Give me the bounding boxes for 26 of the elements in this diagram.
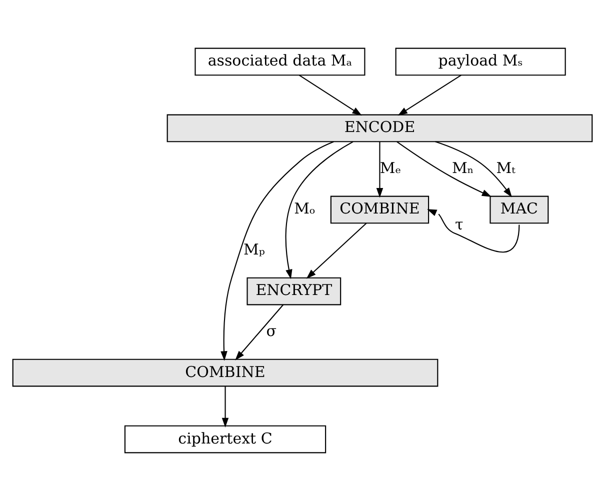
node-box: payload Mₛ [395, 47, 566, 76]
arrow [396, 140, 492, 196]
arrow [222, 386, 229, 427]
arrow [285, 140, 354, 279]
node-box: COMBINE [12, 358, 438, 386]
arrow [435, 140, 512, 197]
arrow [427, 208, 520, 252]
edge-label: Mₜ [496, 158, 516, 176]
edge-label: Mₒ [294, 199, 316, 218]
arrow [220, 140, 334, 360]
node-box: associated data Mₐ [194, 47, 366, 76]
node-box: MAC [490, 195, 549, 224]
node-box: ENCODE [166, 114, 593, 142]
arrow [398, 74, 462, 116]
edge-label: Mₙ [452, 158, 474, 176]
node-box: COMBINE [330, 195, 430, 224]
arrow [298, 74, 362, 116]
arrow [235, 304, 284, 360]
node-box: ENCRYPT [246, 276, 342, 305]
arrow [306, 222, 367, 278]
edge-label: τ [454, 214, 464, 233]
node-box: ciphertext C [124, 424, 326, 453]
edge-label: Mₑ [380, 158, 402, 176]
edge-label: Mₚ [244, 240, 265, 258]
edge-label: σ [266, 321, 277, 340]
arrow [376, 141, 384, 198]
